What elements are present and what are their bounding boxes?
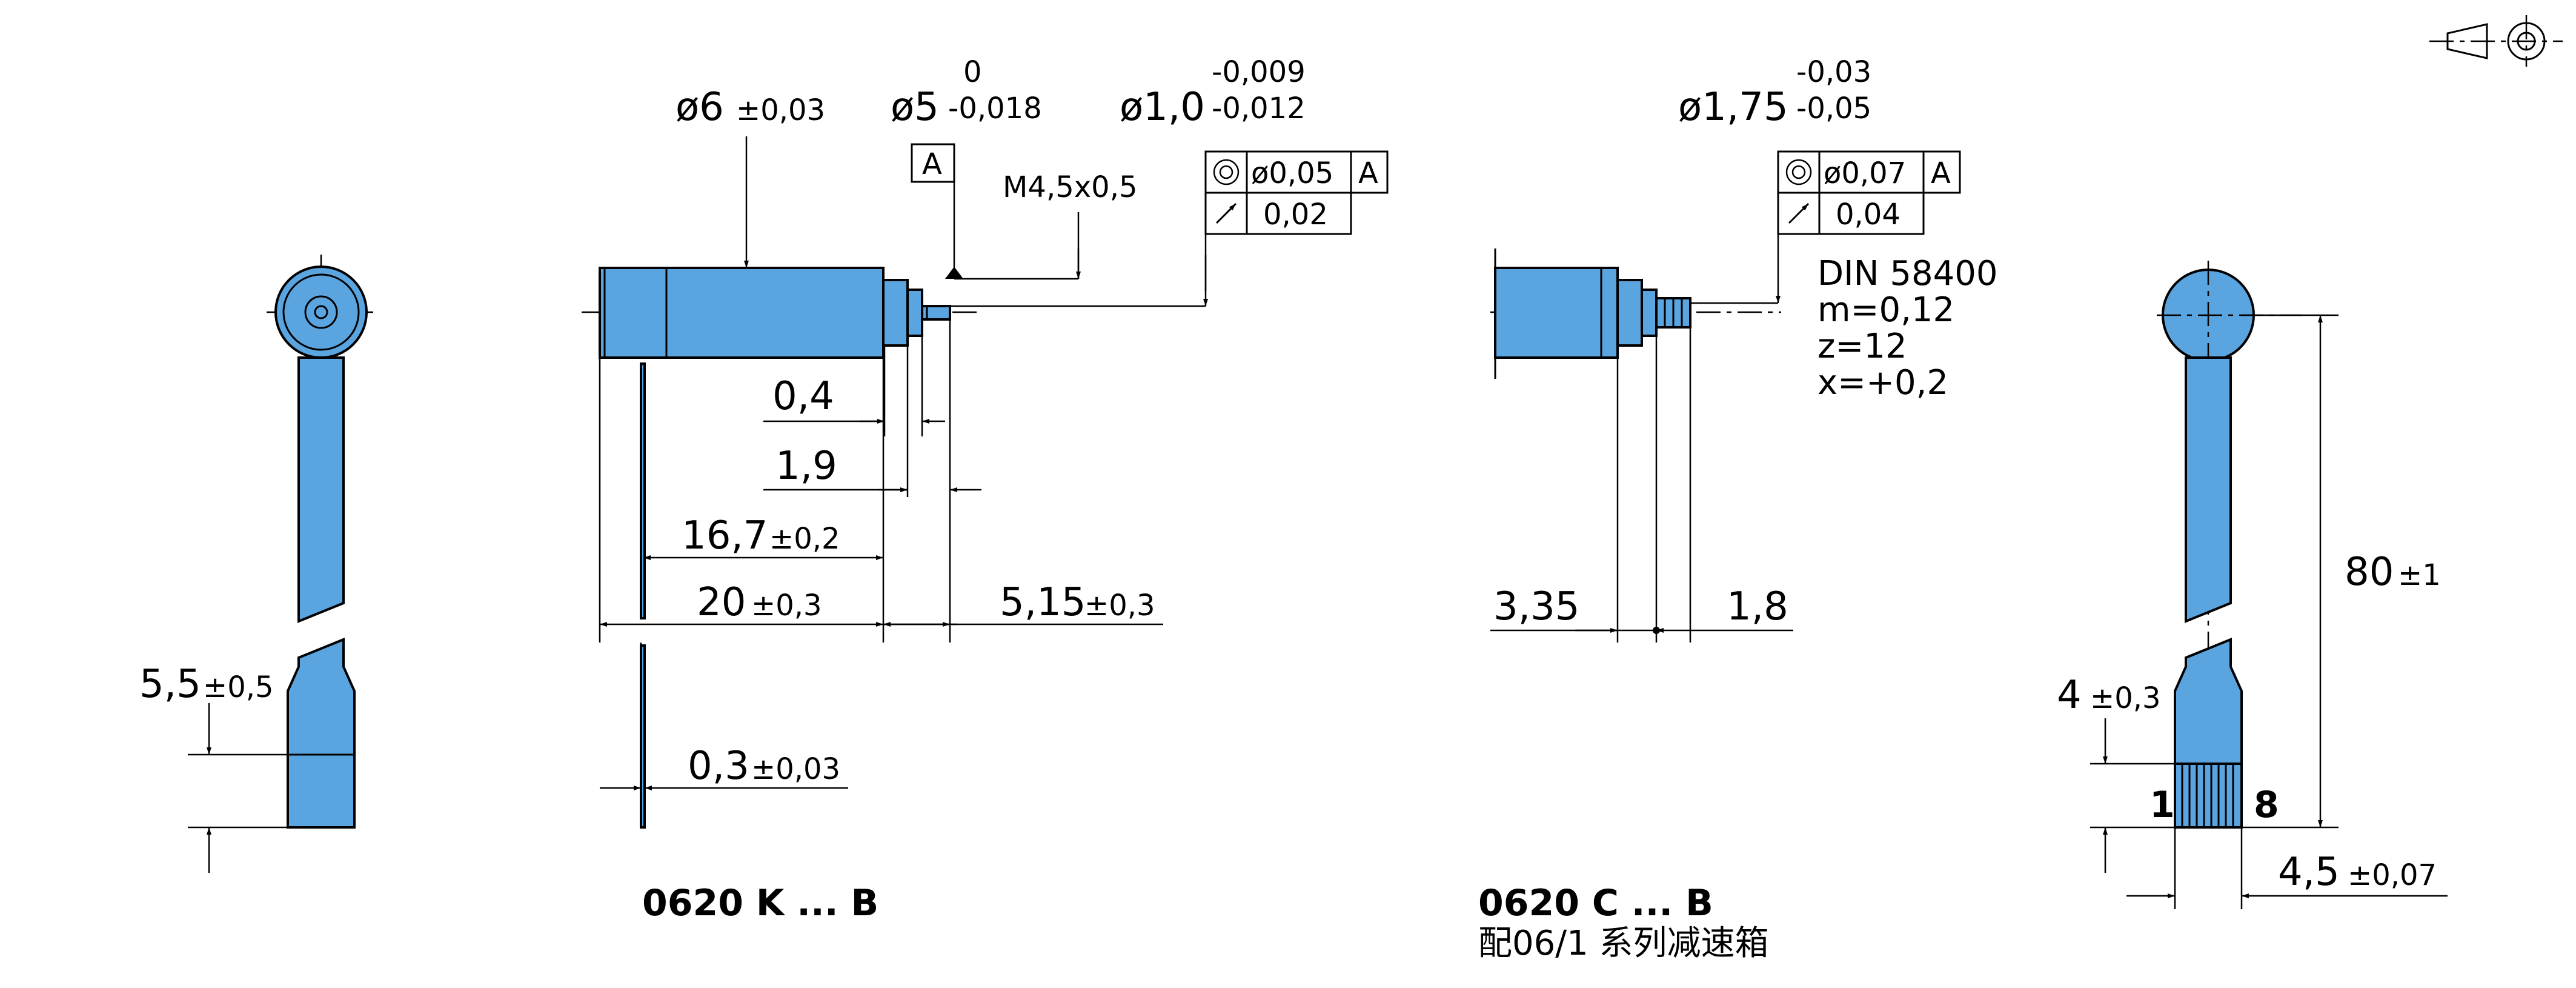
tolerance-frame-2: ø0,07 A 0,04 [1690, 150, 1961, 304]
gear-spec-line4: x=+0,2 [1817, 363, 1948, 402]
dim-width-4-5-tol: ±0,07 [2348, 858, 2437, 892]
dim-diameter-5-tol-lo: -0,018 [948, 92, 1042, 125]
dim-diameter-1-75: ø1,75 [1678, 85, 1788, 130]
motor-view-c: ø1,75 -0,03 -0,05 ø0,07 A 0,04 DIN 58400… [1478, 55, 1997, 963]
dim-length-20-tol: ±0,3 [751, 589, 822, 623]
model-label-c-note: 配06/1 系列减速箱 [1478, 924, 1769, 963]
model-label-c: 0620 C ... B [1478, 882, 1713, 924]
dim-width-4-tol: ±0,3 [2090, 681, 2161, 715]
frame1-row2-value: 0,02 [1263, 198, 1328, 232]
dim-length-80-tol: ±1 [2398, 558, 2441, 592]
runout-icon [1215, 202, 1237, 224]
concentricity-icon [1785, 159, 1812, 185]
dim-diameter-1-75-tol-lo: -0,05 [1796, 92, 1871, 125]
dim-diameter-5-tol-up: 0 [963, 55, 982, 89]
dim-thickness-0-3: 0,3 [688, 744, 749, 789]
dim-diameter-6: ø6 [676, 85, 724, 130]
frame2-row2-value: 0,04 [1836, 198, 1900, 232]
dim-length-1-8: 1,8 [1727, 584, 1788, 629]
dim-thread: M4,5x0,5 [1003, 170, 1138, 204]
dim-length-5-15: 5,15 [1000, 580, 1086, 625]
dim-width-4-5: 4,5 [2278, 850, 2340, 895]
dim-length-3-35: 3,35 [1493, 584, 1580, 629]
concentricity-icon [1213, 159, 1240, 185]
frame1-row1-ref: A [1358, 156, 1378, 190]
dim-length-16-7-tol: ±0,2 [769, 522, 840, 556]
pin-1-label: 1 [2149, 784, 2175, 826]
dim-diameter-1-75-tol-up: -0,03 [1796, 55, 1871, 89]
dim-length-20: 20 [697, 580, 746, 625]
dim-length-0-4: 0,4 [772, 374, 834, 419]
dim-diameter-1: ø1,0 [1120, 85, 1205, 130]
tolerance-frame-1: ø0,05 A 0,02 [945, 150, 1389, 307]
contact-pins [2181, 764, 2234, 827]
model-label-k: 0620 K ... B [642, 882, 878, 924]
dim-length-80: 80 [2345, 550, 2394, 595]
ribbon-view-right: 1 8 80 ±1 4 ±0,3 4,5 ±0,07 [2057, 261, 2448, 909]
motor-view-k: ø6 ±0,03 ø5 0 -0,018 A M4,5x0,5 ø1,0 -0,… [582, 55, 1389, 924]
gear-spec-line3: z=12 [1817, 327, 1907, 366]
dim-width-5-5-tol: ±0,5 [203, 670, 274, 704]
frame1-row1-value: ø0,05 [1251, 156, 1333, 190]
gear-spec-line2: m=0,12 [1817, 290, 1954, 330]
dim-diameter-6-tol: ±0,03 [736, 93, 825, 127]
frame2-row1-ref: A [1931, 156, 1951, 190]
frame2-row1-value: ø0,07 [1824, 156, 1906, 190]
datum-a-box [911, 143, 955, 183]
side-view-left: 5,5 ±0,5 [139, 255, 376, 873]
runout-icon [1788, 202, 1810, 224]
dim-diameter-5: ø5 [891, 85, 939, 130]
dim-length-1-9: 1,9 [775, 444, 837, 489]
dim-thickness-0-3-tol: ±0,03 [751, 752, 840, 786]
datum-a-label: A [922, 147, 942, 181]
dim-diameter-1-tol-lo: -0,012 [1212, 92, 1306, 125]
dim-length-5-15-tol: ±0,3 [1084, 589, 1155, 623]
dim-diameter-1-tol-up: -0,009 [1212, 55, 1306, 89]
dim-width-5-5: 5,5 [139, 662, 201, 707]
dim-width-4: 4 [2057, 673, 2082, 718]
dim-length-16-7: 16,7 [682, 513, 768, 558]
first-angle-projection-symbol-icon [2429, 15, 2563, 67]
pin-8-label: 8 [2254, 784, 2279, 826]
gear-spec-line1: DIN 58400 [1817, 254, 1997, 293]
